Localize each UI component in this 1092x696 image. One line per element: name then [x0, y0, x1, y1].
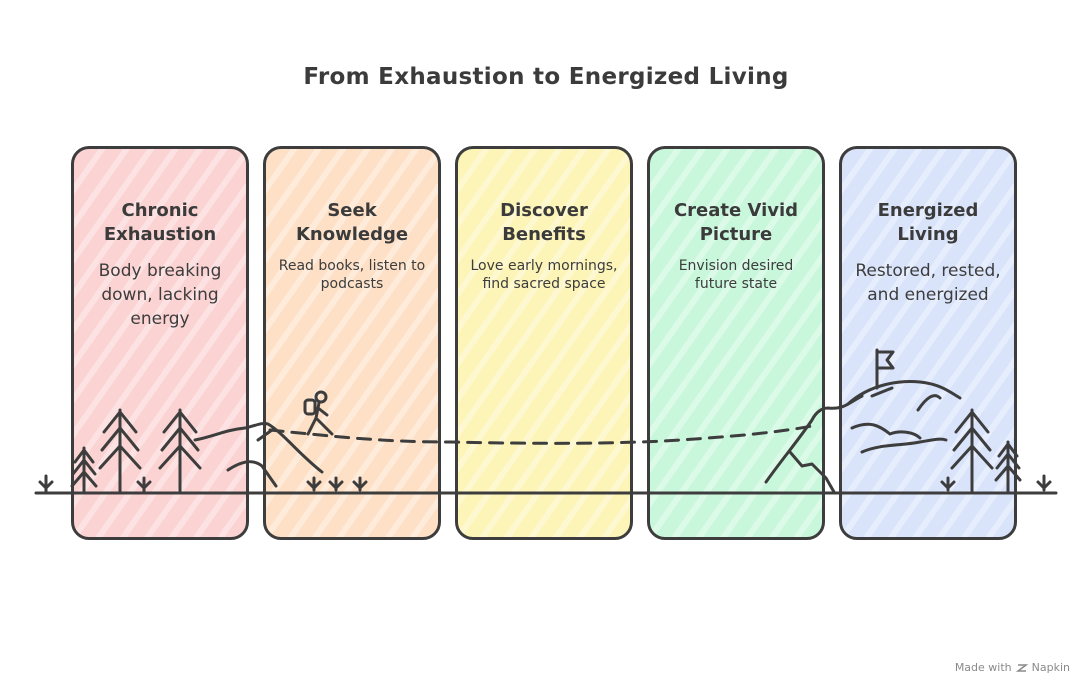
- stage-card-seek-knowledge: Seek Knowledge Read books, listen to pod…: [263, 146, 441, 540]
- stage-title-line1: Seek: [327, 200, 377, 221]
- stage-title-line2: Benefits: [502, 224, 586, 245]
- footer-brand: Napkin: [1031, 661, 1070, 674]
- grass-tuft-icon: [1036, 474, 1052, 492]
- stage-description: Envision desired future state: [678, 258, 794, 292]
- footer-made-with: Made with: [954, 661, 1012, 674]
- stage-card-discover-benefits: Discover Benefits Love early mornings, f…: [455, 146, 633, 540]
- stage-card-create-vivid-picture: Create Vivid Picture Envision desired fu…: [647, 146, 825, 540]
- pine-tree-icon: [98, 408, 142, 494]
- stage-title: Discover Benefits: [458, 199, 630, 247]
- stage-title-line2: Living: [897, 224, 959, 245]
- stage-description: Love early mornings, find sacred space: [470, 258, 618, 292]
- journey-path: [268, 424, 814, 445]
- card-hatch: [842, 149, 1014, 537]
- grass-tuft-icon: [940, 476, 956, 492]
- stage-card-energized-living: Energized Living Restored, rested, and e…: [839, 146, 1017, 540]
- grass-tuft-icon: [136, 476, 152, 494]
- stage-description: Read books, listen to podcasts: [278, 258, 426, 292]
- stage-card-chronic-exhaustion: Chronic Exhaustion Body breaking down, l…: [71, 146, 249, 540]
- diagram-title: From Exhaustion to Energized Living: [303, 64, 789, 90]
- stage-title-line1: Energized: [877, 200, 979, 221]
- card-hatch: [74, 149, 246, 537]
- stage-title-line1: Discover: [500, 200, 588, 221]
- stage-title-line1: Chronic: [121, 200, 199, 221]
- hiker-icon: [303, 390, 334, 436]
- pine-tree-icon: [158, 408, 202, 494]
- grass-tuft-icon: [328, 476, 344, 492]
- stage-description: Body breaking down, lacking energy: [98, 261, 222, 329]
- card-hatch: [650, 149, 822, 537]
- stage-title-line1: Create Vivid: [673, 200, 799, 221]
- stage-title-line2: Knowledge: [295, 224, 409, 245]
- stage-title: Chronic Exhaustion: [74, 199, 246, 247]
- summit-flag-icon: [875, 348, 895, 390]
- stage-title-line2: Exhaustion: [103, 224, 217, 245]
- mountain-icon: [193, 422, 324, 488]
- stage-title: Seek Knowledge: [266, 199, 438, 247]
- pine-tree-icon: [994, 440, 1022, 494]
- card-hatch: [266, 149, 438, 537]
- stage-title-line2: Picture: [699, 224, 773, 245]
- grass-tuft-icon: [352, 476, 368, 492]
- grass-tuft-icon: [38, 474, 54, 494]
- grass-tuft-icon: [306, 476, 322, 492]
- stage-title: Energized Living: [842, 199, 1014, 247]
- card-hatch: [458, 149, 630, 537]
- stage-title: Create Vivid Picture: [650, 199, 822, 247]
- stage-description: Restored, rested, and energized: [855, 261, 1001, 305]
- footer-watermark: Made with Napkin: [955, 661, 1070, 674]
- pine-tree-icon: [950, 408, 994, 494]
- mountain-icon: [764, 380, 962, 494]
- pine-tree-icon: [70, 446, 98, 494]
- napkin-logo-icon: [1015, 663, 1028, 672]
